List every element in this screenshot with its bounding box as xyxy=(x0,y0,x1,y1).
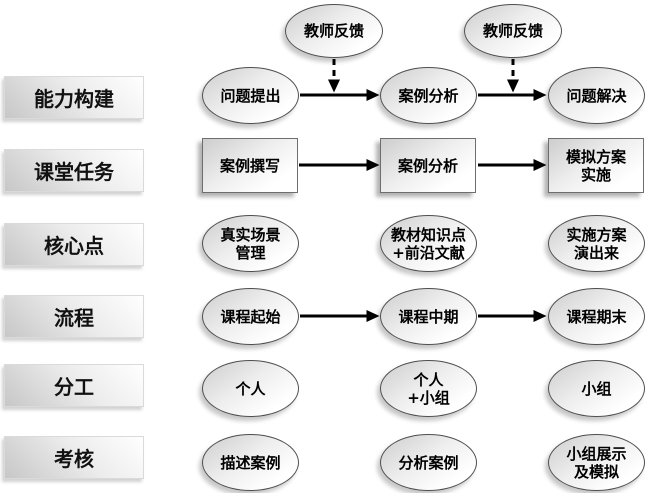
feedback-node-1: 教师反馈 xyxy=(285,4,383,58)
node-individual-group: 个人 +小组 xyxy=(380,360,477,417)
row-label-division: 分工 xyxy=(4,364,144,407)
row-label-class-task: 课堂任务 xyxy=(4,149,144,192)
row-label-assessment: 考核 xyxy=(4,436,144,479)
row-label-core-point: 核心点 xyxy=(4,223,144,266)
node-course-end: 课程期末 xyxy=(548,288,645,345)
feedback-node-2: 教师反馈 xyxy=(464,4,562,58)
node-analyze-case: 分析案例 xyxy=(380,434,477,491)
node-case-analysis-2: 案例分析 xyxy=(380,138,476,193)
row-label-capability: 能力构建 xyxy=(4,76,144,119)
node-textbook-frontier: 教材知识点 +前沿文献 xyxy=(380,215,477,272)
node-individual: 个人 xyxy=(202,360,299,417)
node-group-show-sim: 小组展示 及模拟 xyxy=(548,434,645,491)
node-problem-solve: 问题解决 xyxy=(548,67,645,124)
node-simulation-impl: 模拟方案 实施 xyxy=(548,138,644,193)
node-problem-raise: 问题提出 xyxy=(202,67,299,124)
node-impl-plan-perform: 实施方案 演出来 xyxy=(548,215,645,272)
node-case-analysis-1: 案例分析 xyxy=(380,67,477,124)
node-case-writing: 案例撰写 xyxy=(202,138,298,193)
row-label-process: 流程 xyxy=(4,295,144,338)
node-course-start: 课程起始 xyxy=(202,288,299,345)
node-group: 小组 xyxy=(548,360,645,417)
node-course-middle: 课程中期 xyxy=(380,288,477,345)
node-describe-case: 描述案例 xyxy=(202,434,299,491)
node-real-scene-mgmt: 真实场景 管理 xyxy=(202,215,299,272)
